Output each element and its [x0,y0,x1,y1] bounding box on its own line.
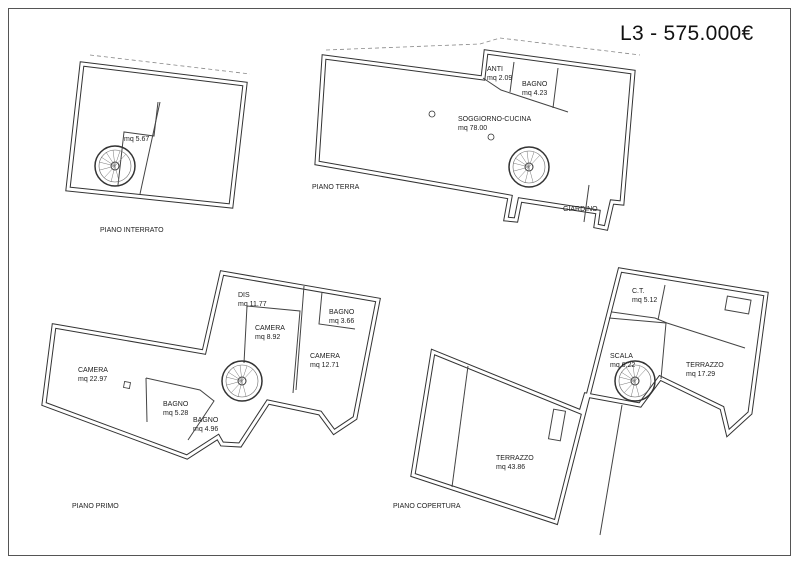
room-area: mq 8.92 [255,334,280,341]
room-name: DIS [238,292,250,299]
room-name: CAMERA [255,325,285,332]
room-name: CAMERA [310,353,340,360]
partition [246,305,301,394]
room-name: ANTI [487,66,503,73]
plan-label: PIANO INTERRATO [100,227,164,234]
room-name: CAMERA [78,367,108,374]
room-area: mq 5.12 [632,297,657,304]
partition [117,101,159,186]
page-frame [8,8,791,556]
room-area: mq 5.28 [163,410,188,417]
partition [139,101,161,195]
room-area: mq 5.67 [124,136,149,143]
plan-piano-copertura: C.T. mq 5.12 SCALA mq 6.22 TERRAZZO mq 1… [393,267,769,536]
listing-title: L3 - 575.000€ [620,22,754,45]
spiral-staircase-icon [221,360,263,402]
column-icon [428,110,436,118]
room-name: BAGNO [193,417,219,424]
column-icon [123,381,131,389]
room-area: mq 11.77 [238,301,267,308]
room-area: mq 2.09 [487,75,512,82]
column-icon [487,133,495,141]
room-area: mq 17.29 [686,371,715,378]
room-name: GIARDINO [563,206,598,213]
room-area: mq 6.22 [610,362,635,369]
room-area: mq 43.86 [496,464,525,471]
room-area: mq 3.66 [329,318,354,325]
room-area: mq 12.71 [310,362,339,369]
room-area: mq 22.97 [78,376,107,383]
room-name: TERRAZZO [686,362,724,369]
plan-piano-primo: DIS mq 11.77 CAMERA mq 8.92 BAGNO mq 3.6… [41,270,381,510]
plan-piano-terra: ANTI mq 2.09 BAGNO mq 4.23 SOGGIORNO-CUC… [312,37,641,231]
room-area: mq 4.96 [193,426,218,433]
plan-label: PIANO PRIMO [72,503,119,510]
spiral-staircase-icon [94,145,136,187]
wall [65,61,248,209]
room-name: SOGGIORNO-CUCINA [458,116,531,123]
room-area: mq 4.23 [522,90,547,97]
plan-label: PIANO COPERTURA [393,503,461,510]
room-area: mq 78.00 [458,125,487,132]
plan-label: PIANO TERRA [312,184,360,191]
room-name: C.T. [632,288,645,295]
plan-piano-interrato: mq 5.67 PIANO INTERRATO [65,54,251,234]
room-name: BAGNO [522,81,548,88]
partition [482,77,569,113]
skylight-icon [724,295,752,315]
spiral-staircase-icon [508,146,550,188]
room-name: BAGNO [163,401,189,408]
skylight-icon [547,408,567,442]
room-name: TERRAZZO [496,455,534,462]
room-name: BAGNO [329,309,355,316]
room-name: SCALA [610,353,633,360]
